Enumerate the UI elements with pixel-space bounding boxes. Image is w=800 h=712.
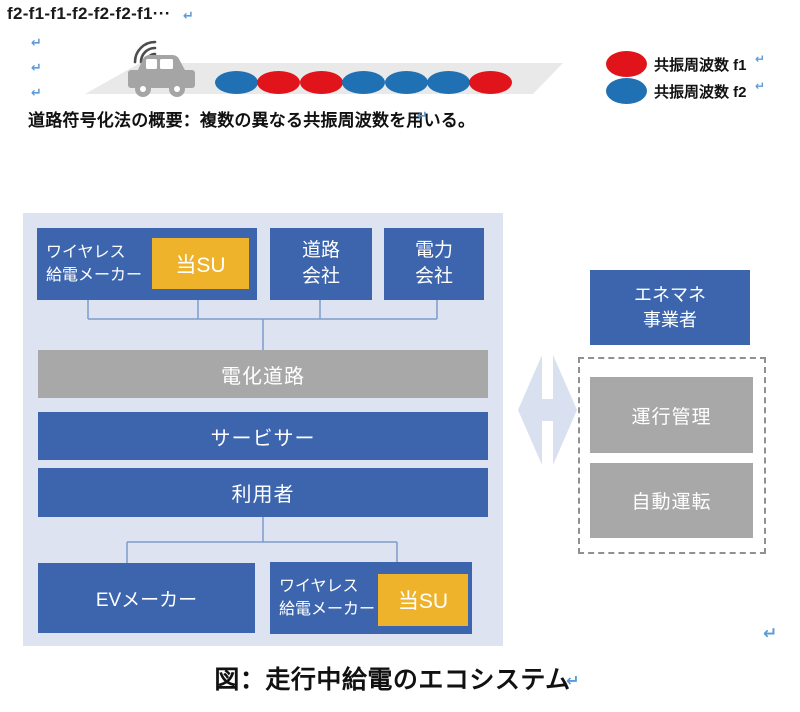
coil-f2: [215, 71, 258, 94]
return-mark: ↵: [31, 61, 42, 76]
box-ev-maker: EVメーカー: [38, 563, 255, 633]
box-road-company: 道路 会社: [270, 228, 372, 300]
box-our-su-bottom: 当SU: [378, 574, 468, 626]
return-mark: ↵: [566, 671, 580, 690]
bar-electrified-road: 電化道路: [38, 350, 488, 398]
box-wireless-maker-top: ワイヤレス 給電メーカー 当SU: [37, 228, 257, 300]
legend-label-f1: 共振周波数 f1: [654, 57, 747, 74]
wireless-maker-bottom-label: ワイヤレス 給電メーカー: [279, 577, 376, 618]
box-our-su-top: 当SU: [152, 238, 249, 289]
bar-servicer: サービサー: [38, 412, 488, 460]
bar-user: 利用者: [38, 468, 488, 517]
return-mark: ↵: [755, 79, 766, 93]
right-dashed-group: [578, 357, 766, 554]
connector-lines: [87, 300, 438, 563]
return-mark: ↵: [417, 109, 428, 124]
figure-caption: 図：走行中給電のエコシステム: [214, 666, 571, 694]
legend-swatch-f2: [606, 78, 647, 104]
left-right-arrow-icon: [518, 355, 577, 465]
return-mark: ↵: [763, 624, 778, 644]
frequency-sequence-label: f2-f1-f1-f2-f2-f2-f1···: [7, 4, 171, 23]
coil-f1: [257, 71, 301, 94]
return-mark: ↵: [755, 52, 766, 66]
our-su-top-label: 当SU: [175, 253, 226, 277]
return-mark: ↵: [31, 36, 42, 51]
wireless-maker-top-label: ワイヤレス 給電メーカー: [46, 243, 143, 284]
box-operation-management: 運行管理: [590, 377, 753, 453]
return-mark: ↵: [183, 9, 194, 24]
coil-f1: [299, 71, 343, 94]
legend-label-f2: 共振周波数 f2: [654, 84, 747, 101]
coil-f2: [427, 71, 470, 94]
method-caption: 道路符号化法の概要：複数の異なる共振周波数を用いる。: [28, 111, 476, 130]
box-autonomous-driving: 自動運転: [590, 463, 753, 538]
car-icon: [128, 55, 195, 97]
coil-f2: [384, 71, 428, 94]
box-enemane-operator: エネマネ 事業者: [590, 270, 750, 345]
box-power-company: 電力 会社: [384, 228, 484, 300]
return-mark: ↵: [31, 86, 42, 101]
coil-f2: [342, 71, 386, 94]
coil-f1: [469, 71, 513, 94]
our-su-bottom-label: 当SU: [397, 590, 449, 613]
legend-swatch-f1: [606, 51, 647, 77]
box-wireless-maker-bottom: ワイヤレス 給電メーカー 当SU: [270, 562, 472, 634]
